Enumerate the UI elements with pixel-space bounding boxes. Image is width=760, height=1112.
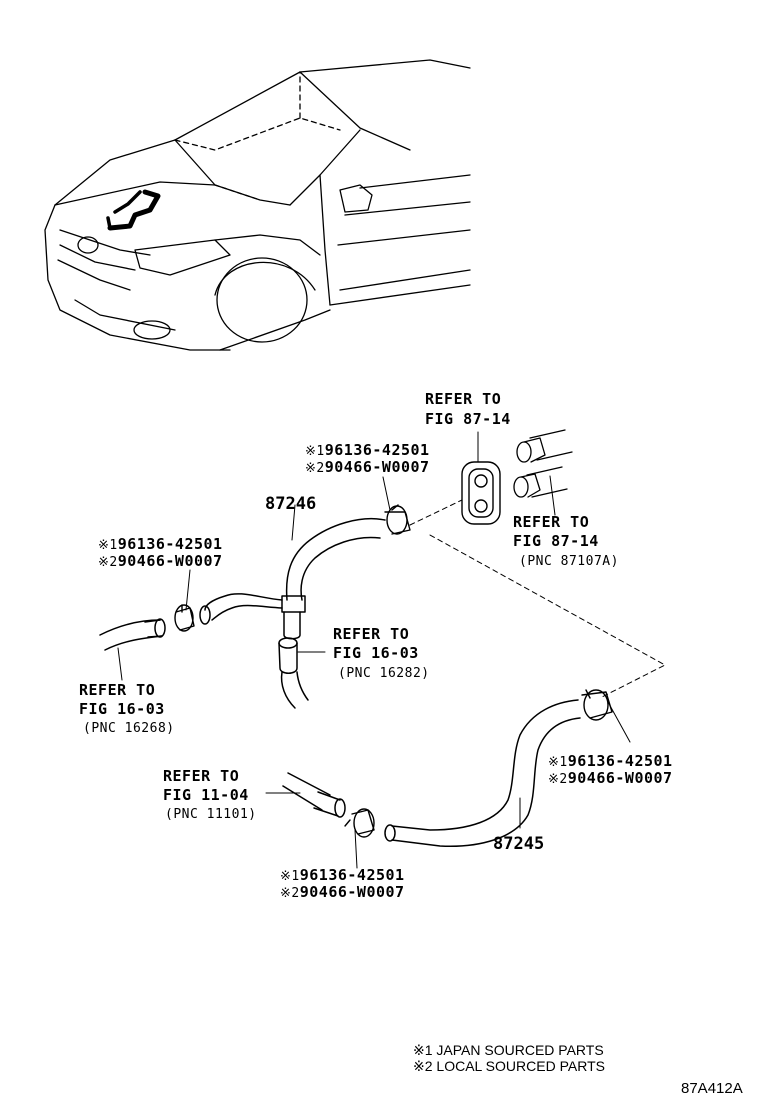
- note-mark-2: ※2: [305, 461, 325, 476]
- part-number-96136: 96136-42501: [299, 866, 405, 884]
- hose-87246: [199, 517, 386, 640]
- note-mark-1: ※1: [280, 869, 300, 884]
- ref-bottom-line2: FIG 11-04: [163, 786, 249, 804]
- note-mark-1: ※1: [98, 538, 118, 553]
- ref-bottom-line1: REFER TO: [163, 767, 240, 785]
- pipe-bottom: [282, 772, 346, 818]
- note-mark-2: ※2: [548, 772, 568, 787]
- ref-left-pnc: (PNC 16268): [83, 721, 175, 736]
- heater-pipes: [513, 429, 573, 498]
- clamp-left-label: ※196136-42501: [98, 535, 223, 555]
- ref-left-line2: FIG 16-03: [79, 700, 165, 718]
- ref-left-line1: REFER TO: [79, 681, 156, 699]
- part-number-87246: 87246: [265, 494, 317, 514]
- clamp-right: [581, 689, 613, 721]
- note-mark-1: ※1: [305, 444, 325, 459]
- note-mark-2: ※2: [98, 555, 118, 570]
- legend-note-local: ※2 LOCAL SOURCED PARTS: [413, 1058, 605, 1074]
- clamp-bottom-label: ※196136-42501: [280, 866, 405, 886]
- ref-right-pnc: (PNC 87107A): [519, 554, 619, 569]
- part-number-96136: 96136-42501: [567, 752, 673, 770]
- clamp-upper-label-2: ※290466-W0007: [305, 458, 430, 478]
- legend-note-japan: ※1 JAPAN SOURCED PARTS: [413, 1042, 604, 1058]
- clamp-left: [174, 604, 195, 632]
- clamp-left-label-2: ※290466-W0007: [98, 552, 223, 572]
- part-number-90466: 90466-W0007: [567, 769, 673, 787]
- clamp-right-label-2: ※290466-W0007: [548, 769, 673, 789]
- clamp-right-label: ※196136-42501: [548, 752, 673, 772]
- grommet-seal: [461, 461, 501, 525]
- vehicle-illustration: [44, 59, 471, 351]
- ref-top-line2: FIG 87-14: [425, 410, 511, 428]
- pipe-left: [99, 618, 166, 651]
- clamp-bottom: [344, 808, 375, 838]
- part-number-90466: 90466-W0007: [117, 552, 223, 570]
- clamp-upper: [384, 504, 411, 535]
- ref-mid-line1: REFER TO: [333, 625, 410, 643]
- part-number-87245: 87245: [493, 834, 545, 854]
- ref-bottom-pnc: (PNC 11101): [165, 807, 257, 822]
- clamp-bottom-label-2: ※290466-W0007: [280, 883, 405, 903]
- part-number-96136: 96136-42501: [117, 535, 223, 553]
- ref-mid-pnc: (PNC 16282): [338, 666, 430, 681]
- clamp-upper-label: ※196136-42501: [305, 441, 430, 461]
- part-number-90466: 90466-W0007: [299, 883, 405, 901]
- ref-mid-line2: FIG 16-03: [333, 644, 419, 662]
- ref-right-line1: REFER TO: [513, 513, 590, 531]
- part-number-96136: 96136-42501: [324, 441, 430, 459]
- note-mark-1: ※1: [548, 755, 568, 770]
- figure-code: 87A412A: [681, 1080, 743, 1097]
- pipe-mid: [278, 637, 309, 709]
- hose-87245: [384, 699, 581, 847]
- part-number-90466: 90466-W0007: [324, 458, 430, 476]
- note-mark-2: ※2: [280, 886, 300, 901]
- ref-right-line2: FIG 87-14: [513, 532, 599, 550]
- ref-top-line1: REFER TO: [425, 390, 502, 408]
